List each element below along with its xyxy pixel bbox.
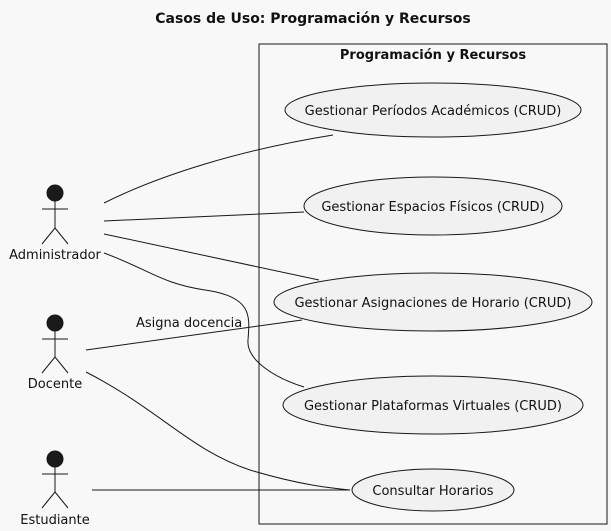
use-case-ellipse <box>284 82 582 138</box>
use-case-periodos[interactable]: Gestionar Períodos Académicos (CRUD) <box>284 82 582 138</box>
assoc-administrador-periodos <box>103 134 334 204</box>
actor-figure <box>41 467 69 509</box>
use-case-ellipse <box>282 375 584 435</box>
assoc-administrador-espacios <box>103 211 305 222</box>
use-case-asignaciones[interactable]: Gestionar Asignaciones de Horario (CRUD) <box>273 272 593 332</box>
use-case-label: Gestionar Asignaciones de Horario (CRUD) <box>294 296 571 311</box>
system-boundary-title: Programación y Recursos <box>340 48 526 63</box>
use-case-espacios[interactable]: Gestionar Espacios Físicos (CRUD) <box>303 176 563 236</box>
system-boundary <box>258 43 608 525</box>
use-case-label: Consultar Horarios <box>372 484 493 499</box>
assoc-administrador-plataformas <box>103 252 305 388</box>
actor-label: Administrador <box>9 248 101 263</box>
use-case-label: Gestionar Espacios Físicos (CRUD) <box>321 200 544 215</box>
actor-administrador[interactable]: Administrador <box>9 184 102 263</box>
actor-head <box>46 450 64 468</box>
assoc-docente-asignaciones <box>85 319 303 351</box>
use-case-plataformas[interactable]: Gestionar Plataformas Virtuales (CRUD) <box>282 375 584 435</box>
actor-docente[interactable]: Docente <box>28 314 82 392</box>
actor-label: Docente <box>28 377 82 392</box>
actor-figure <box>41 331 69 374</box>
actor-label: Estudiante <box>20 513 90 528</box>
actor-head <box>46 314 64 332</box>
use-case-label: Gestionar Períodos Académicos (CRUD) <box>305 104 562 119</box>
assoc-administrador-asignaciones <box>103 233 320 281</box>
association-label: Asigna docencia <box>136 316 242 331</box>
associations <box>85 134 351 491</box>
use-case-horarios[interactable]: Consultar Horarios <box>351 468 515 512</box>
actor-figure <box>41 201 69 245</box>
diagram-title: Casos de Uso: Programación y Recursos <box>155 11 471 27</box>
use-case-label: Gestionar Plataformas Virtuales (CRUD) <box>304 399 562 414</box>
actor-head <box>46 184 64 202</box>
use-case-ellipse <box>273 272 593 332</box>
use-case-ellipse <box>351 468 515 512</box>
use-case-ellipse <box>303 176 563 236</box>
assoc-docente-horarios <box>85 371 351 491</box>
actor-estudiante[interactable]: Estudiante <box>20 450 90 528</box>
